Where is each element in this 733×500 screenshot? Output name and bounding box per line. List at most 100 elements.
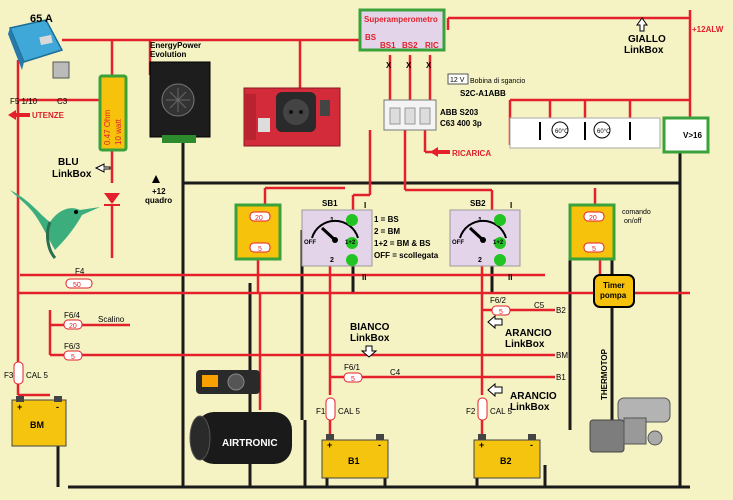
battery-selector-sb2 bbox=[449, 209, 521, 267]
label-s2c: S2C-A1ABB bbox=[460, 89, 506, 98]
label-f6-3-value: 5 bbox=[71, 354, 75, 361]
timer-pompa bbox=[593, 274, 635, 308]
label-battery-bm: BM bbox=[30, 420, 44, 430]
label-b1-tag: B1 bbox=[556, 373, 566, 382]
legend-line-2: 2 = BM bbox=[374, 227, 400, 236]
fuse-f6-4 bbox=[63, 319, 83, 330]
label-12alw: +12ALW bbox=[692, 25, 724, 34]
label-f1: F1 bbox=[316, 407, 326, 416]
label-bm-plus: + bbox=[17, 402, 22, 412]
label-utenze: UTENZE bbox=[32, 111, 65, 120]
label-giallo: GIALLO bbox=[628, 34, 666, 45]
label-plus12: +12 bbox=[152, 187, 166, 196]
label-ohm: 0.47 Ohm bbox=[103, 110, 112, 145]
label-sb1-ii: II bbox=[362, 273, 366, 282]
label-evolution: Evolution bbox=[150, 50, 187, 59]
label-on-off: on/off bbox=[624, 218, 641, 225]
label-sb2-ii: II bbox=[508, 273, 512, 282]
superamperometro bbox=[358, 8, 446, 52]
label-abb-spec: C63 400 3p bbox=[440, 119, 482, 128]
label-c4: C4 bbox=[390, 368, 401, 377]
arrow-down-icon-bianco bbox=[360, 345, 378, 358]
label-b1-plus: + bbox=[327, 440, 332, 450]
label-battery-b2: B2 bbox=[500, 456, 512, 466]
label-60c-b: 60°C bbox=[597, 129, 611, 135]
label-quadro: quadro bbox=[145, 196, 172, 205]
label-airtronic: AIRTRONIC bbox=[222, 438, 278, 449]
label-bobina: Bobina di sgancio bbox=[470, 78, 525, 85]
label-ric: RIC bbox=[425, 41, 439, 50]
label-b2-minus: - bbox=[530, 440, 533, 450]
voltage-relay bbox=[662, 116, 710, 154]
fuse-f3 bbox=[13, 361, 24, 385]
label-x2: X bbox=[406, 61, 412, 70]
label-65a: 65 A bbox=[30, 13, 53, 25]
fuse-holder-right bbox=[568, 203, 616, 261]
label-fuse-5-left: 5 bbox=[258, 246, 262, 253]
label-abb: ABB S203 bbox=[440, 108, 479, 117]
label-x1: X bbox=[386, 61, 392, 70]
label-pompa: pompa bbox=[600, 291, 627, 300]
label-arancio-2: ARANCIO bbox=[510, 391, 557, 402]
coil-12v bbox=[447, 73, 469, 85]
label-arancio-1: ARANCIO bbox=[505, 328, 552, 339]
shunt-resistor bbox=[98, 74, 128, 152]
abb-breaker bbox=[383, 99, 437, 131]
thermostat-60c-a bbox=[539, 121, 569, 140]
airtronic-controller bbox=[196, 370, 260, 394]
legend-line-1: 1 = BS bbox=[374, 215, 399, 224]
label-sb2-2: 2 bbox=[478, 257, 482, 264]
label-f6-2-value: 5 bbox=[499, 309, 503, 316]
battery-b1 bbox=[321, 434, 389, 479]
label-f5: F5 1/10 bbox=[10, 97, 38, 106]
airtronic-heater bbox=[189, 412, 292, 464]
label-sb2-i: I bbox=[510, 201, 512, 210]
label-f6-2: F6/2 bbox=[490, 296, 507, 305]
label-fuse-20-right: 20 bbox=[589, 215, 597, 222]
label-ricarica: RICARICA bbox=[452, 149, 491, 158]
label-sb2-1: 1 bbox=[478, 217, 482, 224]
label-bm-tag: BM bbox=[556, 351, 568, 360]
label-sb1-12: 1+2 bbox=[345, 240, 356, 246]
label-f2-cal5: CAL 5 bbox=[490, 407, 512, 416]
label-f6-3: F6/3 bbox=[64, 342, 81, 351]
label-sb2: SB2 bbox=[470, 199, 486, 208]
fuse-f6-3 bbox=[63, 350, 83, 361]
legend-line-4: OFF = scollegata bbox=[374, 251, 439, 260]
label-arancio-linkbox-1: LinkBox bbox=[505, 339, 545, 350]
label-timer: Timer bbox=[603, 281, 625, 290]
label-sb2-12: 1+2 bbox=[493, 240, 504, 246]
label-superamperometro: Superamperometro bbox=[364, 15, 438, 24]
label-v16: V>16 bbox=[683, 131, 702, 140]
label-c5: C5 bbox=[534, 301, 545, 310]
battery-selector-sb1 bbox=[301, 209, 373, 267]
label-scalino: Scalino bbox=[98, 315, 125, 324]
label-bs: BS bbox=[365, 33, 377, 42]
label-arancio-linkbox-2: LinkBox bbox=[510, 402, 550, 413]
label-comando: comando bbox=[622, 209, 651, 216]
fuse-f2 bbox=[477, 397, 488, 421]
label-bianco-linkbox: LinkBox bbox=[350, 333, 390, 344]
label-x3: X bbox=[426, 61, 432, 70]
energypower-charger bbox=[149, 61, 211, 143]
battery-bm bbox=[11, 396, 67, 447]
label-f4: F4 bbox=[75, 267, 85, 276]
label-blu: BLU bbox=[58, 157, 79, 168]
fuse-f1 bbox=[325, 397, 336, 421]
label-f3: F3 bbox=[4, 371, 14, 380]
arrow-icon-arancio-2 bbox=[487, 382, 503, 398]
battery-isolator-65a bbox=[8, 19, 70, 79]
label-f6-4-value: 20 bbox=[69, 323, 77, 330]
label-blu-linkbox: LinkBox bbox=[52, 169, 92, 180]
label-sb1-off: OFF bbox=[304, 240, 316, 246]
label-f3-cal5: CAL 5 bbox=[26, 371, 48, 380]
label-sb1-1: 1 bbox=[330, 217, 334, 224]
ricarica-arrow-icon bbox=[430, 147, 450, 157]
label-sb1-i: I bbox=[364, 201, 366, 210]
hummingbird-logo bbox=[10, 190, 100, 259]
arrow-right-icon bbox=[94, 163, 111, 173]
fuse-f4 bbox=[65, 278, 93, 289]
label-sb1-2: 2 bbox=[330, 257, 334, 264]
label-f6-4: F6/4 bbox=[64, 311, 81, 320]
label-f4-value: 50 bbox=[73, 282, 81, 289]
